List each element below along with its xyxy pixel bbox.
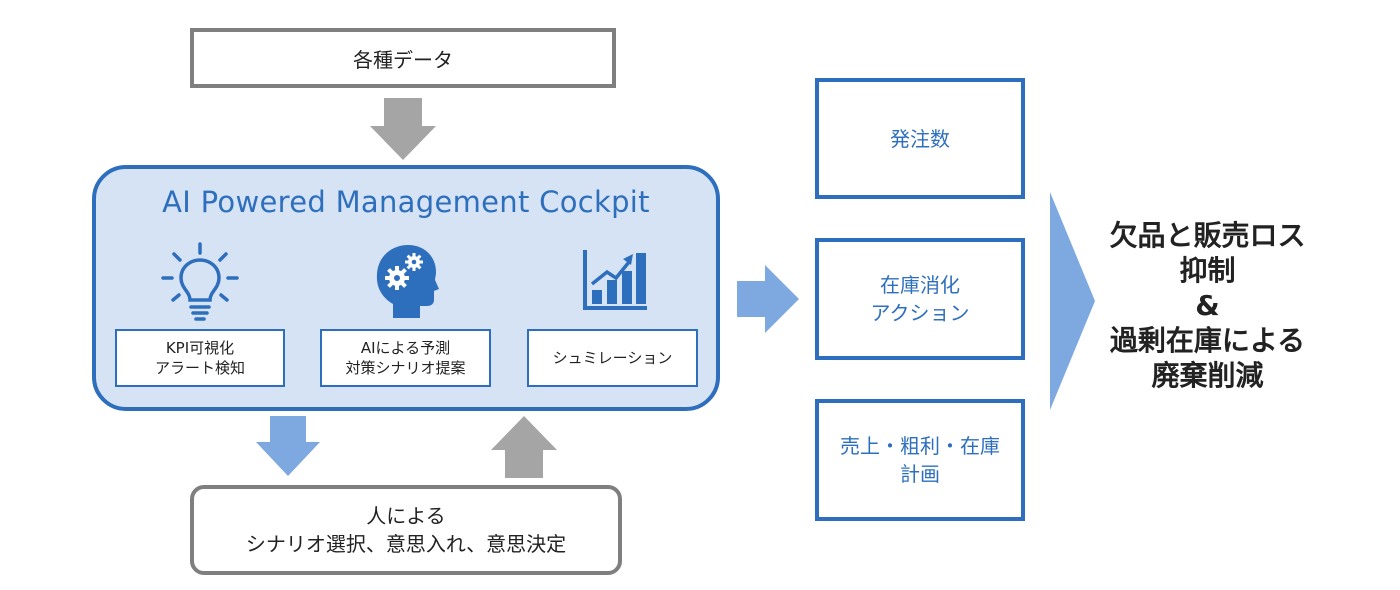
- cockpit-title: AI Powered Management Cockpit: [162, 185, 650, 219]
- output-label-inventory-action: 在庫消化 アクション: [870, 273, 970, 325]
- output-label-sales-plan: 売上・粗利・在庫 計画: [840, 434, 1000, 486]
- output-label-order-quantity: 発注数: [890, 126, 950, 151]
- output-box-sales-plan: 売上・粗利・在庫 計画: [815, 399, 1025, 521]
- output-box-inventory-action: 在庫消化 アクション: [815, 238, 1025, 360]
- feature-label-simulation: シュミレーション: [552, 349, 673, 367]
- data-source-label: 各種データ: [353, 47, 453, 72]
- feature-label-ai-prediction: AIによる予測 対策シナリオ提案: [345, 339, 466, 377]
- lightbulb-icon: [161, 242, 239, 321]
- arrow-down-blue-icon: [256, 416, 320, 476]
- output-box-order-quantity: 発注数: [815, 78, 1025, 199]
- arrow-up-gray-icon: [491, 416, 557, 478]
- feature-label-kpi: KPI可視化 アラート検知: [154, 339, 245, 377]
- ai-head-gears-icon: [376, 245, 439, 318]
- arrow-down-gray-icon: [370, 98, 436, 160]
- chevron-right-icon: [1050, 192, 1095, 410]
- bar-chart-growth-icon: [583, 250, 647, 310]
- human-decision-label: 人による シナリオ選択、意思入れ、意思決定: [245, 504, 567, 556]
- arrow-right-blue-icon: [737, 265, 799, 333]
- feature-box-ai-prediction: AIによる予測 対策シナリオ提案: [320, 329, 491, 387]
- result-text: 欠品と販売ロス 抑制 & 過剰在庫による 廃棄削減: [1109, 218, 1306, 392]
- data-source-box: 各種データ: [190, 28, 616, 88]
- feature-box-kpi: KPI可視化 アラート検知: [115, 329, 285, 387]
- human-decision-box: 人による シナリオ選択、意思入れ、意思決定: [190, 485, 622, 575]
- feature-box-simulation: シュミレーション: [527, 329, 698, 387]
